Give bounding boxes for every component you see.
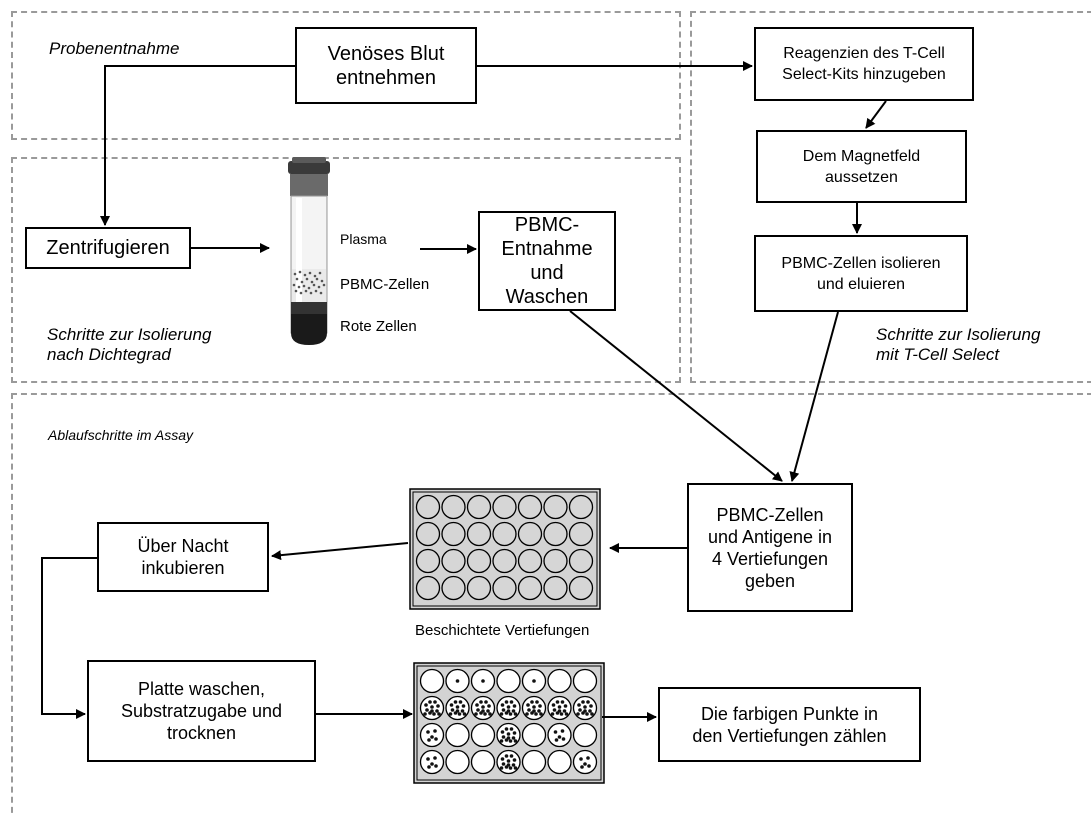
- tube-label-red-cells: Rote Zellen: [340, 318, 417, 335]
- box-wash-plate: Platte waschen, Substratzugabe und trock…: [87, 660, 316, 762]
- region-label-tcell: Schritte zur Isolierung mit T-Cell Selec…: [876, 325, 1041, 364]
- box-isolate-elute: PBMC-Zellen isolieren und eluieren: [754, 235, 968, 312]
- box-centrifuge: Zentrifugieren: [25, 227, 191, 269]
- box-draw-blood: Venöses Blut entnehmen: [295, 27, 477, 104]
- region-tcell: [690, 11, 1091, 383]
- tube-label-plasma: Plasma: [340, 231, 387, 247]
- tube-label-pbmc: PBMC-Zellen: [340, 276, 430, 293]
- box-add-reagents: Reagenzien des T-Cell Select-Kits hinzug…: [754, 27, 974, 101]
- box-count-spots: Die farbigen Punkte in den Vertiefungen …: [658, 687, 921, 762]
- region-assay: [11, 393, 1091, 816]
- box-pbmc-wash: PBMC- Entnahme und Waschen: [478, 211, 616, 311]
- box-magnetic-field: Dem Magnetfeld aussetzen: [756, 130, 967, 203]
- box-pbmc-antigens: PBMC-Zellen und Antigene in 4 Vertiefung…: [687, 483, 853, 612]
- region-label-sampling: Probenentnahme: [49, 39, 180, 58]
- region-label-density: Schritte zur Isolierung nach Dichtegrad: [47, 325, 212, 364]
- box-incubate-overnight: Über Nacht inkubieren: [97, 522, 269, 592]
- region-sampling: [11, 11, 681, 140]
- plate-caption: Beschichtete Vertiefungen: [415, 622, 590, 639]
- region-label-assay: Ablaufschritte im Assay: [48, 427, 193, 443]
- region-density: [11, 157, 681, 383]
